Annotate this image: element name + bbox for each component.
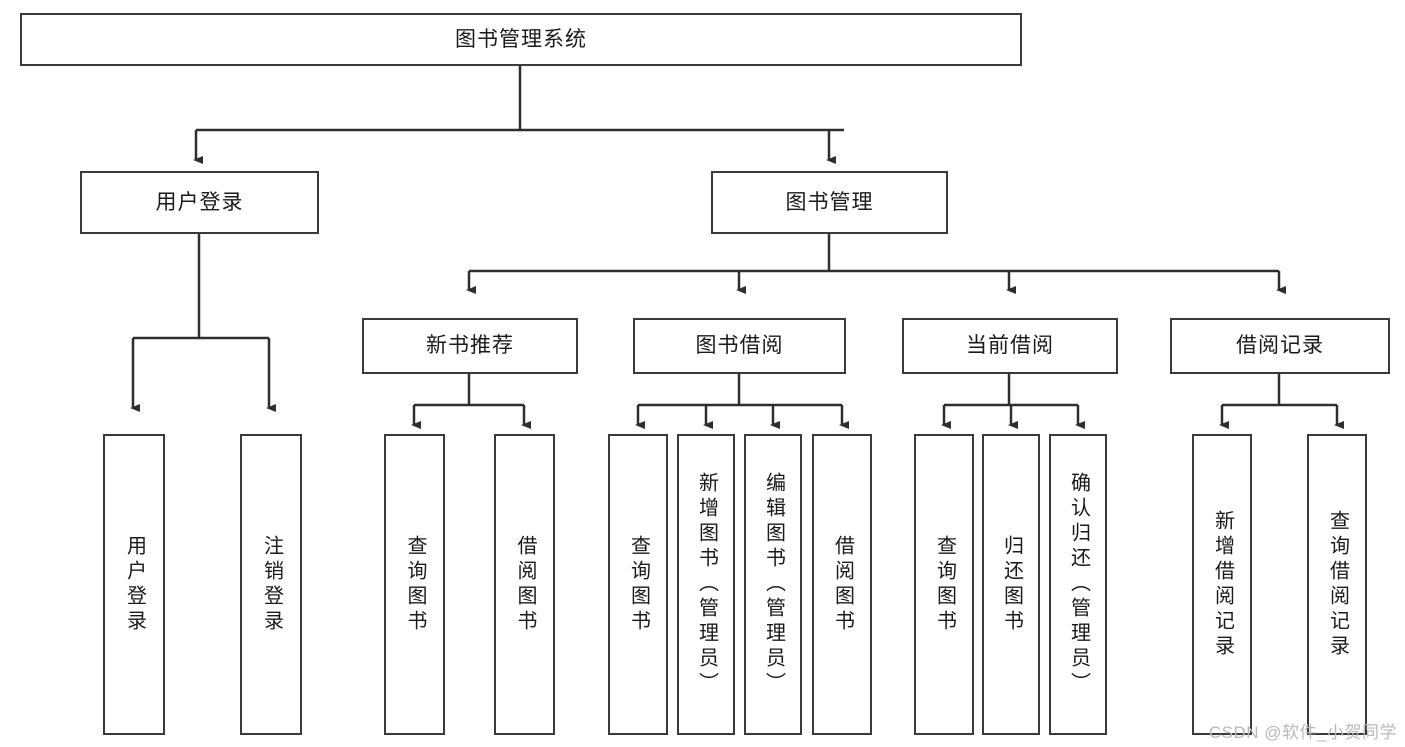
node-new-book-rec[interactable]: 新书推荐 — [362, 318, 578, 374]
leaf-return-book[interactable]: 归还图书 — [982, 434, 1040, 735]
node-user-login-label: 用户登录 — [155, 190, 244, 214]
leaf-query-book-1-label: 查询图书 — [404, 534, 426, 635]
leaf-confirm-return-label: 确认归还（管理员） — [1067, 472, 1090, 697]
leaf-add-book-label: 新增图书（管理员） — [695, 472, 718, 697]
leaf-query-book-3-label: 查询图书 — [933, 534, 956, 635]
leaf-query-record[interactable]: 查询借阅记录 — [1307, 434, 1367, 735]
leaf-borrow-book-2[interactable]: 借阅图书 — [812, 434, 872, 735]
leaf-user-login-label: 用户登录 — [123, 534, 146, 635]
leaf-query-book-1[interactable]: 查询图书 — [384, 434, 445, 735]
node-book-borrow[interactable]: 图书借阅 — [633, 318, 846, 374]
leaf-query-record-label: 查询借阅记录 — [1326, 509, 1349, 660]
leaf-edit-book[interactable]: 编辑图书（管理员） — [744, 434, 802, 735]
leaf-add-book[interactable]: 新增图书（管理员） — [677, 434, 735, 735]
node-root[interactable]: 图书管理系统 — [20, 13, 1022, 66]
leaf-borrow-book-1[interactable]: 借阅图书 — [494, 434, 555, 735]
node-borrow-record-label: 借阅记录 — [1236, 334, 1324, 358]
leaf-user-logout[interactable]: 注销登录 — [240, 434, 302, 735]
leaf-add-record-label: 新增借阅记录 — [1211, 509, 1234, 660]
leaf-borrow-book-2-label: 借阅图书 — [831, 534, 854, 635]
leaf-borrow-book-1-label: 借阅图书 — [514, 534, 536, 635]
leaf-return-book-label: 归还图书 — [1000, 534, 1023, 635]
leaf-query-book-2-label: 查询图书 — [627, 534, 650, 635]
leaf-confirm-return[interactable]: 确认归还（管理员） — [1049, 434, 1107, 735]
node-current-borrow[interactable]: 当前借阅 — [902, 318, 1118, 374]
watermark: CSDN @软件_小贺同学 — [1208, 723, 1397, 742]
node-book-borrow-label: 图书借阅 — [695, 334, 784, 358]
node-borrow-record[interactable]: 借阅记录 — [1170, 318, 1390, 374]
leaf-edit-book-label: 编辑图书（管理员） — [762, 472, 785, 697]
node-new-book-rec-label: 新书推荐 — [426, 334, 514, 358]
leaf-query-book-3[interactable]: 查询图书 — [914, 434, 974, 735]
leaf-user-login[interactable]: 用户登录 — [103, 434, 165, 735]
leaf-add-record[interactable]: 新增借阅记录 — [1192, 434, 1252, 735]
node-book-manage[interactable]: 图书管理 — [711, 171, 948, 234]
leaf-query-book-2[interactable]: 查询图书 — [608, 434, 668, 735]
node-current-borrow-label: 当前借阅 — [966, 334, 1054, 358]
node-book-manage-label: 图书管理 — [785, 190, 874, 214]
leaf-user-logout-label: 注销登录 — [260, 534, 283, 635]
node-user-login[interactable]: 用户登录 — [80, 171, 319, 234]
node-root-label: 图书管理系统 — [455, 27, 587, 51]
